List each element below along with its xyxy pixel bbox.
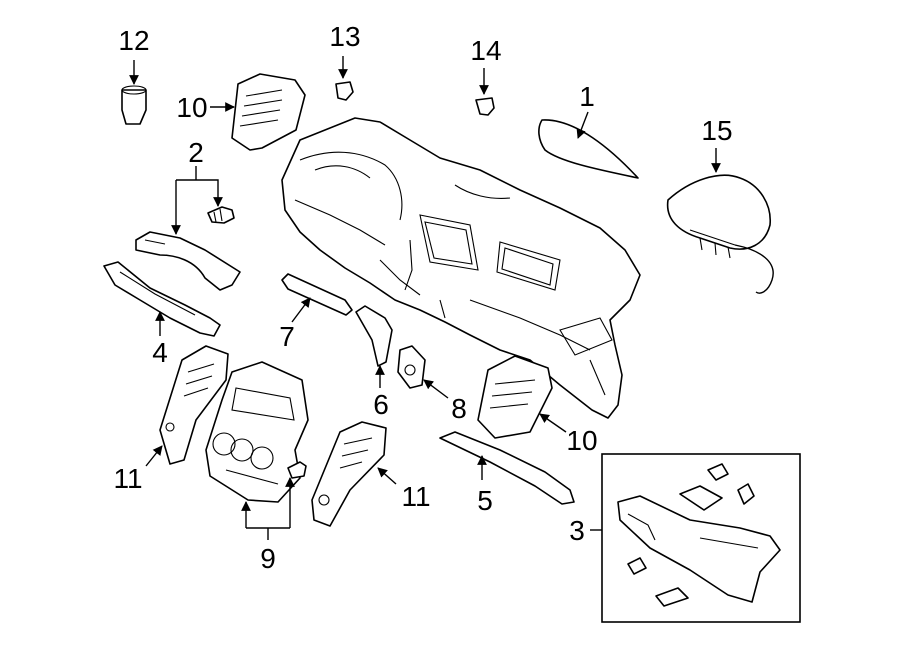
instrument-panel [281, 117, 641, 419]
callout-1: 1 [579, 81, 595, 112]
callout-10-lower: 10 [566, 425, 597, 456]
callout-6: 6 [373, 389, 389, 420]
part-2-trim-panel [135, 231, 241, 291]
part-7-strip [281, 273, 353, 316]
part-10-upper-vent [231, 73, 306, 151]
callout-10-upper: 10 [176, 92, 207, 123]
callout-4: 4 [152, 337, 168, 368]
callout-7: 7 [279, 321, 295, 352]
callout-5: 5 [477, 485, 493, 516]
screw-icon-part-9 [287, 461, 307, 479]
callout-8: 8 [451, 393, 467, 424]
part-9-center-bezel [205, 361, 309, 503]
callout-9: 9 [260, 543, 276, 574]
part-4-lower-panel [103, 261, 221, 337]
callout-11-left: 11 [113, 463, 142, 494]
part-11-right-vent [311, 421, 387, 527]
part-3-glove-box-inset [601, 453, 801, 623]
part-10-lower-vent [477, 355, 553, 439]
callout-11-right: 11 [401, 481, 430, 512]
callout-2: 2 [188, 137, 204, 168]
part-13-pin [335, 81, 354, 101]
part-15-airbag-module [666, 174, 774, 294]
part-14-pin [475, 97, 495, 116]
callout-15: 15 [701, 115, 732, 146]
part-12-clip [121, 85, 147, 125]
leader-lines [129, 56, 721, 540]
part-8-bracket [397, 345, 426, 389]
part-5-trim-strip [439, 431, 575, 505]
callout-14: 14 [470, 35, 501, 66]
part-11-left-vent [159, 345, 229, 465]
bolt-icon-part-2 [207, 206, 235, 224]
callout-3: 3 [569, 515, 585, 546]
callout-13: 13 [329, 21, 360, 52]
part-1-cover [538, 119, 639, 179]
part-6-trim [355, 305, 393, 367]
callout-labels: 12 10 13 14 1 15 2 4 7 6 8 10 11 11 5 9 … [113, 21, 732, 574]
callout-12: 12 [118, 25, 149, 56]
